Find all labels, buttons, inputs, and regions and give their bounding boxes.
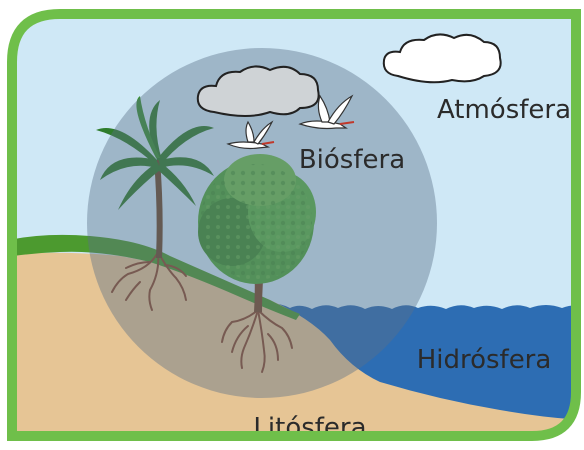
biosphere-label: Biósfera [299, 145, 405, 175]
hydrosphere-label: Hidrósfera [417, 345, 552, 375]
atmosphere-label: Atmósfera [437, 95, 571, 125]
